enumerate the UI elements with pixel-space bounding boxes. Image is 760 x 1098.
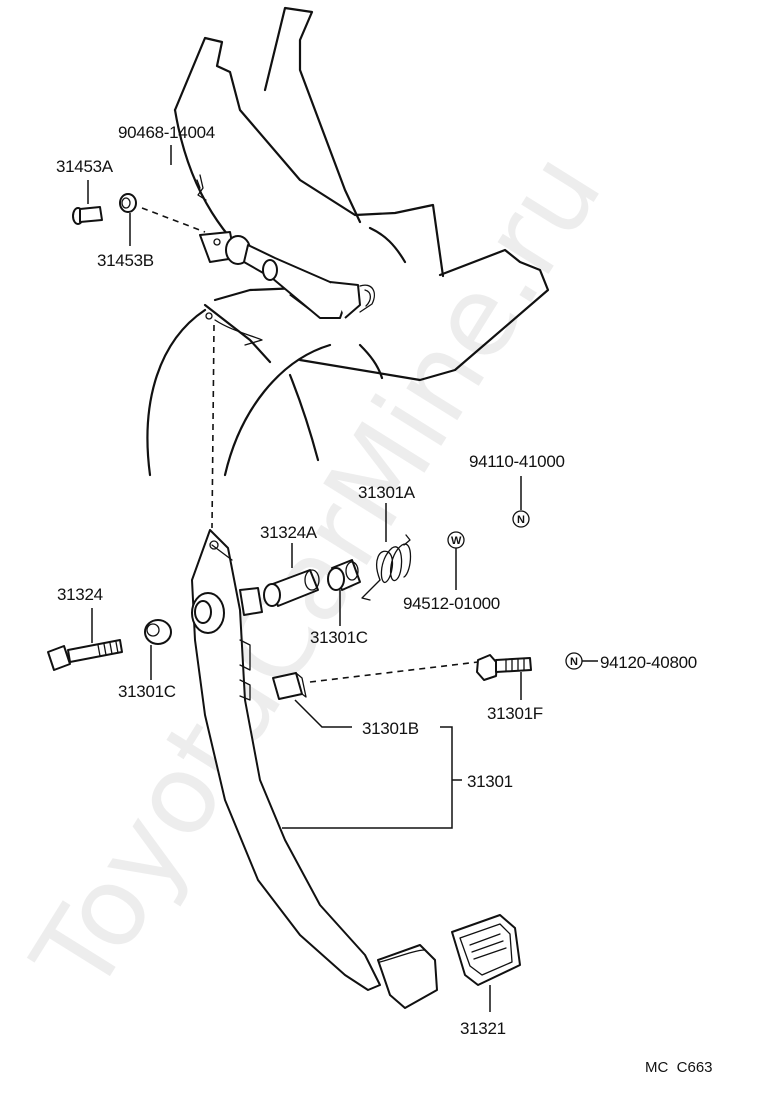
label-31301C-left: 31301C [118,682,176,701]
label-31324: 31324 [57,585,103,604]
clutch-pedal-arm [191,529,381,991]
bolt-31301F [476,654,532,700]
pedal-support-bracket [146,6,550,477]
label-31301B: 31301B [362,719,419,738]
label-31301A: 31301A [358,483,416,502]
collar-31301C-top [327,559,361,626]
bolt-31324 [47,608,123,671]
label-31301F: 31301F [487,704,543,723]
label-94110-41000: 94110-41000 [469,452,565,471]
label-94120-40800: 94120-40800 [600,653,697,672]
nut-marker-n-94110: N [512,476,530,528]
sleeve-31324A [263,543,320,607]
label-31301C-top: 31301C [310,628,368,647]
label-31324A: 31324A [260,523,318,542]
pedal-pad-31321 [451,914,521,1012]
nut-marker-n-94120: N [565,652,598,670]
washer-marker-letter: W [451,535,462,547]
spring-31301A [361,503,412,601]
stopper-31301B [272,672,352,728]
washer-marker-w: W [447,531,465,590]
pedal-pad-installed [377,944,438,1009]
label-31453A: 31453A [56,157,114,176]
assembly-line-pedal [211,324,215,529]
clip-90468-14004 [170,145,207,201]
assembly-line-bushing [141,207,206,233]
nut-marker-letter-2: N [570,656,578,668]
label-31453B: 31453B [97,251,154,270]
nut-marker-letter: N [517,514,525,526]
label-94512-01000: 94512-01000 [403,594,500,613]
label-31321: 31321 [460,1019,506,1038]
label-90468-14004: 90468-14004 [118,123,215,142]
assembly-bracket-31301 [282,726,462,829]
clevis-pushrod [199,231,375,319]
diagram-code: MC C663 [645,1059,713,1076]
assembly-line-stopper [309,661,479,683]
collar-31301C-left [144,619,172,680]
bushing-31453B [119,193,137,246]
pin-31453A [72,180,103,225]
label-31301: 31301 [467,772,513,791]
